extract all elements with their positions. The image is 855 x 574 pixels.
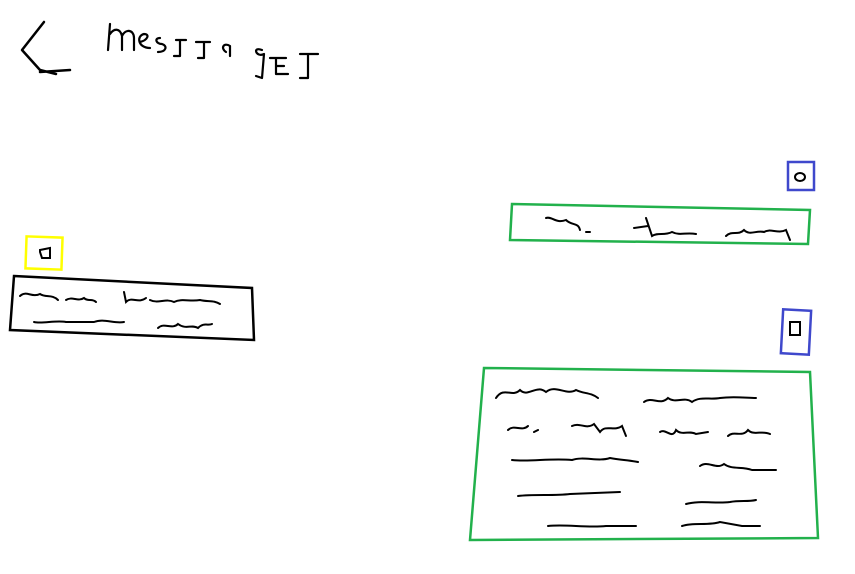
avatar-icon <box>39 246 51 259</box>
message-outgoing <box>508 160 816 246</box>
message-text <box>545 216 791 241</box>
message-bubble[interactable] <box>8 274 256 342</box>
back-button[interactable] <box>20 20 72 76</box>
avatar <box>24 235 64 271</box>
avatar <box>779 307 813 357</box>
message-text <box>19 291 221 330</box>
message-text <box>495 388 777 528</box>
avatar <box>786 160 816 192</box>
avatar-icon <box>794 172 806 182</box>
header <box>20 20 320 80</box>
message-bubble[interactable] <box>468 366 820 542</box>
avatar-icon <box>789 321 801 336</box>
message-bubble[interactable] <box>508 202 812 246</box>
message-incoming <box>8 235 256 342</box>
page-title <box>106 22 320 80</box>
arrow-left-icon <box>20 20 72 76</box>
message-outgoing <box>468 307 820 542</box>
